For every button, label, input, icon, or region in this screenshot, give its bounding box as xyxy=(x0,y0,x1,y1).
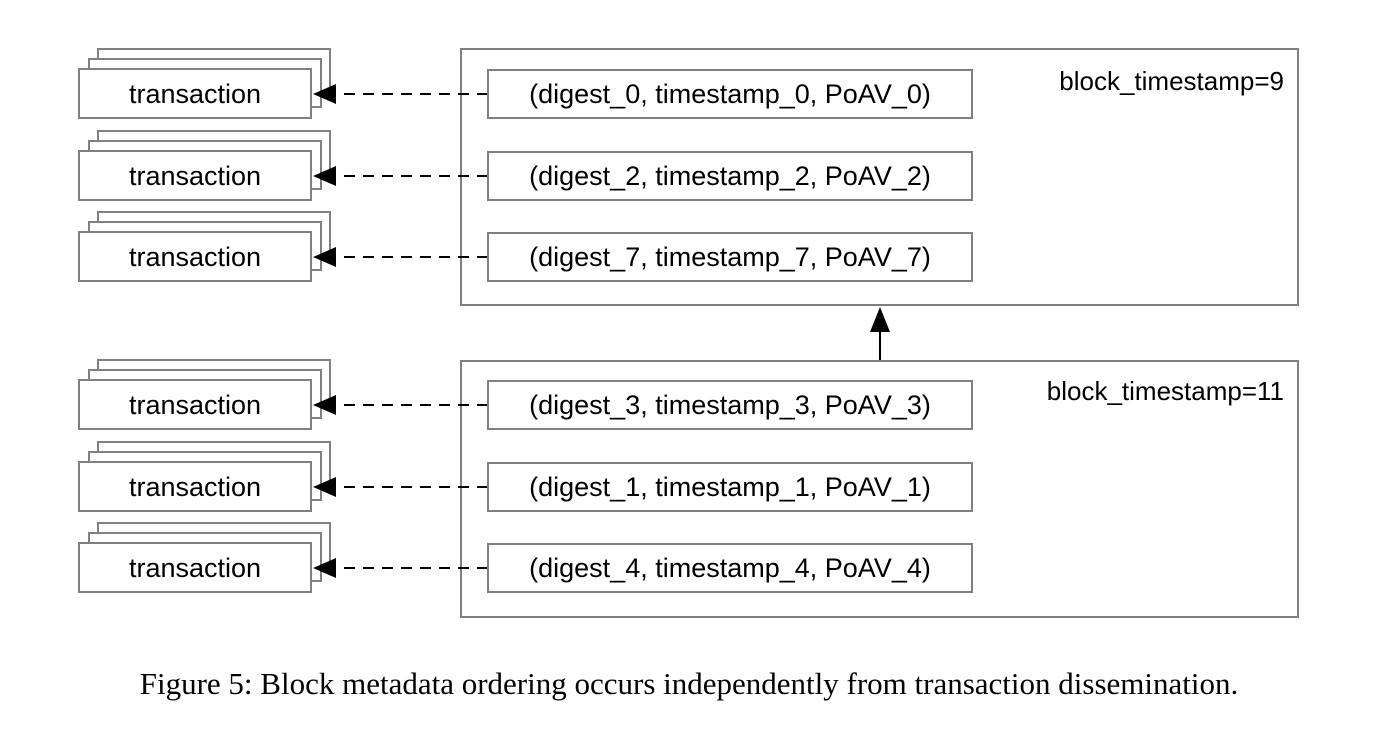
arrow-head xyxy=(313,166,336,186)
block-2: block_timestamp=11 transaction (digest_3… xyxy=(78,359,1299,618)
metadata-entry-text: (digest_7, timestamp_7, PoAV_7) xyxy=(529,242,931,272)
block-1: block_timestamp=9 transaction (digest_0,… xyxy=(78,48,1299,306)
metadata-entry-box xyxy=(487,69,973,119)
transaction-stack: transaction xyxy=(78,441,331,512)
transaction-label: transaction xyxy=(129,79,261,109)
block-1-label: block_timestamp=9 xyxy=(1059,66,1284,96)
arrow-head xyxy=(313,395,336,415)
metadata-entry-box xyxy=(487,543,973,593)
metadata-entry-box xyxy=(487,232,973,282)
arrow-head xyxy=(313,247,336,267)
metadata-entry-box xyxy=(487,151,973,201)
transaction-label: transaction xyxy=(129,553,261,583)
block-ordering-diagram: block_timestamp=9 transaction (digest_0,… xyxy=(78,48,1299,618)
arrow-head xyxy=(313,84,336,104)
metadata-entry-text: (digest_3, timestamp_3, PoAV_3) xyxy=(529,390,931,420)
transaction-stack: transaction xyxy=(78,48,331,119)
transaction-stack: transaction xyxy=(78,522,331,593)
transaction-stack: transaction xyxy=(78,211,331,282)
arrow-head xyxy=(313,477,336,497)
arrow-head xyxy=(313,558,336,578)
transaction-stack: transaction xyxy=(78,359,331,430)
metadata-entry-text: (digest_1, timestamp_1, PoAV_1) xyxy=(529,472,931,502)
transaction-label: transaction xyxy=(129,390,261,420)
metadata-entry-box xyxy=(487,462,973,512)
metadata-entry-text: (digest_2, timestamp_2, PoAV_2) xyxy=(529,161,931,191)
parent-link-arrow-head xyxy=(870,307,890,332)
metadata-entry-box xyxy=(487,380,973,430)
block-2-label: block_timestamp=11 xyxy=(1047,376,1284,406)
figure-caption: Figure 5: Block metadata ordering occurs… xyxy=(139,666,1239,701)
transaction-stack: transaction xyxy=(78,130,331,201)
metadata-entry-text: (digest_4, timestamp_4, PoAV_4) xyxy=(529,553,931,583)
transaction-label: transaction xyxy=(129,242,261,272)
transaction-label: transaction xyxy=(129,161,261,191)
metadata-entry-text: (digest_0, timestamp_0, PoAV_0) xyxy=(529,79,931,109)
transaction-label: transaction xyxy=(129,472,261,502)
